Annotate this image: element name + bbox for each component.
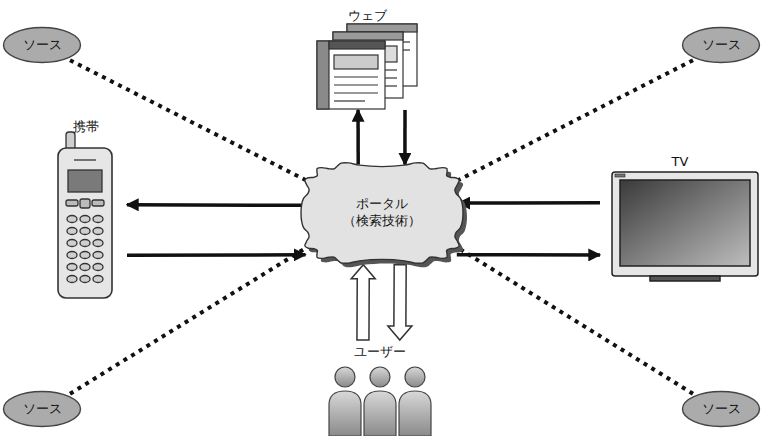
phone-key — [67, 276, 77, 283]
source-shape — [4, 28, 81, 63]
flow-arrow — [459, 201, 601, 205]
flow-arrow — [457, 253, 600, 257]
source-ellipse: ソース — [2, 390, 82, 428]
source-shape — [4, 392, 81, 427]
phone-key — [80, 276, 90, 283]
phone-key — [80, 216, 90, 223]
users-icon — [329, 367, 431, 436]
node-label: ポータル （検索技術） — [332, 196, 432, 230]
dotted-link — [459, 60, 694, 180]
tv-icon — [612, 172, 758, 281]
phone-key — [93, 216, 103, 223]
phone-key — [67, 252, 77, 259]
flow-arrow — [127, 253, 306, 257]
tv-node: TV — [600, 150, 760, 282]
phone-key — [80, 264, 90, 271]
flow-arrow — [403, 110, 407, 165]
node-label: ウェブ — [348, 4, 387, 25]
phone-key — [93, 276, 103, 283]
portal-cloud: ポータル （検索技術） — [297, 158, 467, 268]
node-label: ソース — [23, 401, 62, 418]
flow-arrow — [356, 110, 360, 165]
dotted-link — [70, 248, 306, 394]
node-label: ユーザー — [354, 340, 406, 361]
phone-key — [80, 252, 90, 259]
source-shape — [683, 28, 760, 63]
flow-arrow — [127, 203, 306, 207]
mobile-phone-icon — [58, 132, 112, 298]
phone-key — [80, 228, 90, 235]
source-ellipse: ソース — [681, 390, 761, 428]
phone-key — [67, 228, 77, 235]
node-label: TV — [672, 150, 689, 171]
node-label: ソース — [23, 37, 62, 54]
phone-key — [93, 252, 103, 259]
dotted-link — [459, 248, 694, 394]
web-node: ウェブ — [315, 4, 420, 110]
web-pages-icon — [317, 24, 417, 109]
phone-key — [93, 228, 103, 235]
hollow-arrow — [388, 265, 412, 340]
node-label: 携帯 — [73, 115, 99, 136]
source-ellipse: ソース — [2, 26, 82, 64]
user-node: ユーザー — [325, 340, 435, 436]
source-shape — [683, 392, 760, 427]
mobile-node: 携帯 — [45, 115, 127, 302]
phone-key — [67, 216, 77, 223]
phone-key — [93, 240, 103, 247]
phone-key — [93, 264, 103, 271]
dotted-link — [70, 60, 306, 180]
node-label: ソース — [702, 37, 741, 54]
node-label: ソース — [702, 401, 741, 418]
phone-key — [67, 264, 77, 271]
cloud-shape — [301, 163, 463, 264]
hollow-arrow — [351, 265, 375, 340]
phone-key — [80, 240, 90, 247]
phone-key — [67, 240, 77, 247]
source-ellipse: ソース — [681, 26, 761, 64]
